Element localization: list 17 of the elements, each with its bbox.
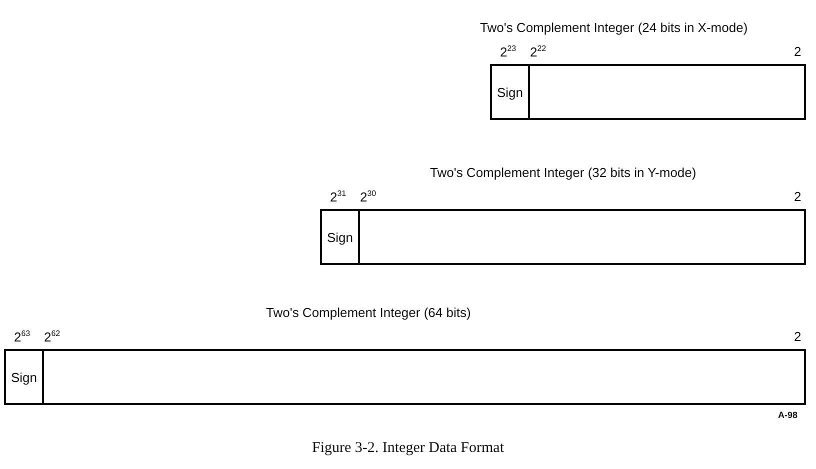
bit-weight-label: 2$^{22}$ <box>530 44 546 60</box>
format-title: Two's Complement Integer (32 bits in Y-mode) <box>430 165 696 180</box>
bit-weight-label: 2$^{30}$ <box>360 189 376 204</box>
bit-weight-label: 2$^{63}$ <box>14 329 30 344</box>
bit-weight-label: 2 <box>794 44 802 59</box>
sign-field: Sign <box>322 211 360 263</box>
bit-weight-label: 2$^{31}$ <box>330 189 346 204</box>
format-title: Two's Complement Integer (64 bits) <box>266 305 471 320</box>
bit-weight-label: 2 <box>794 329 802 344</box>
bit-weight-label: 2$^{23}$ <box>500 44 516 60</box>
figure-caption: Figure 3-2. Integer Data Format <box>310 440 506 457</box>
bit-weight-label: 2$^{62}$ <box>44 329 60 344</box>
figure-code: A-98 <box>778 410 798 420</box>
sign-field: Sign <box>6 351 44 403</box>
sign-field: Sign <box>492 66 530 118</box>
format-title: Two's Complement Integer (24 bits in X-mode) <box>480 20 748 35</box>
bit-weight-label: 2 <box>794 189 802 204</box>
